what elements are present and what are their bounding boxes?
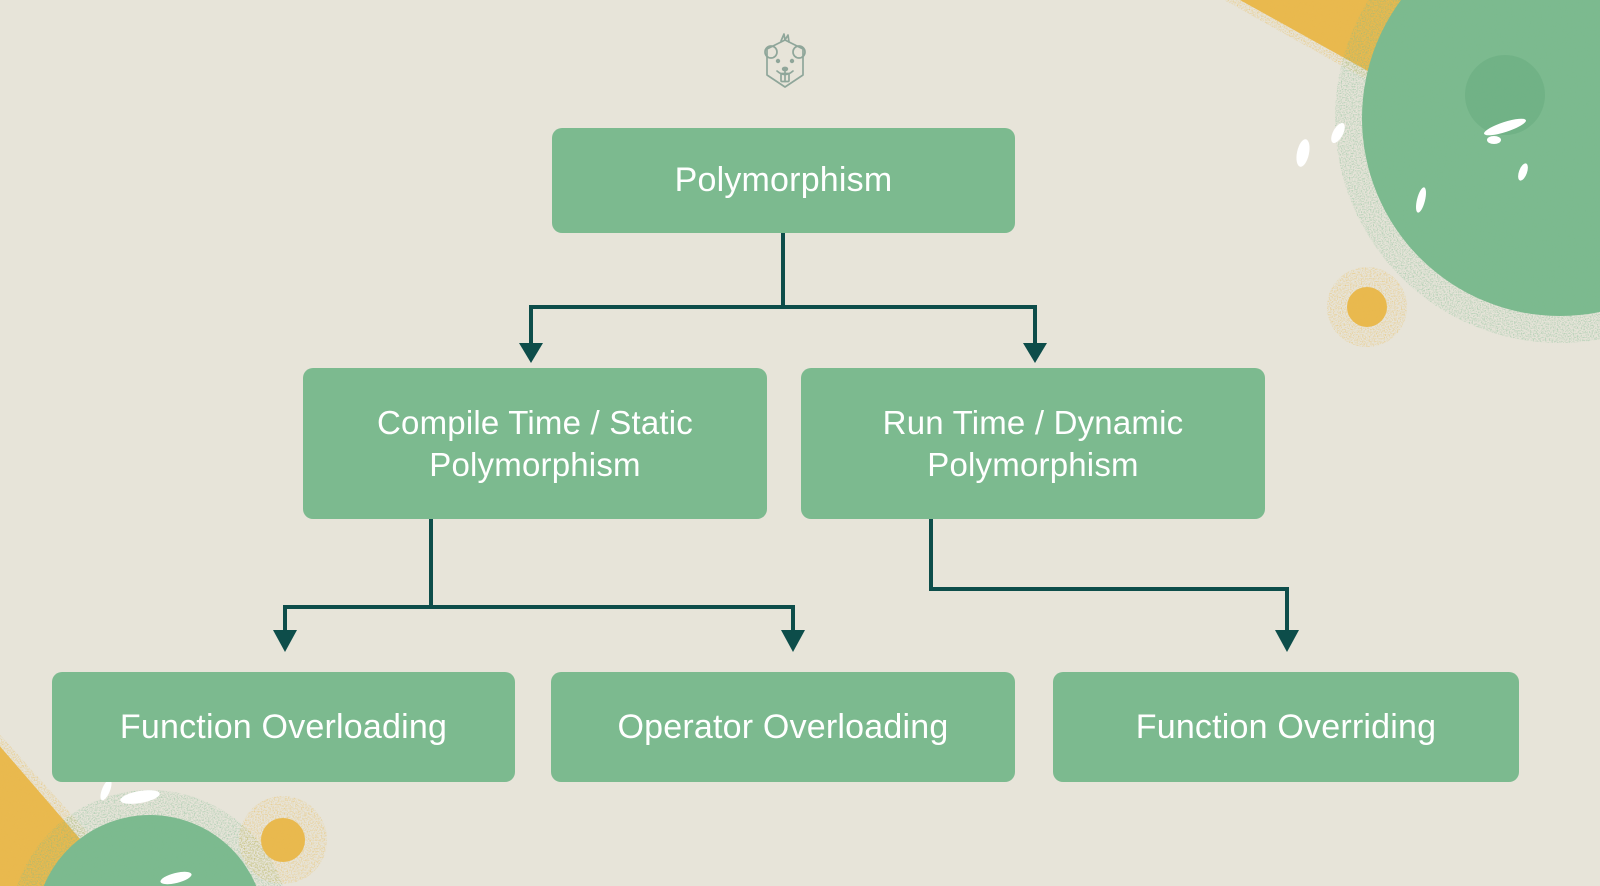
- node-label: Compile Time / Static Polymorphism: [377, 404, 693, 483]
- node-label: Polymorphism: [674, 161, 893, 200]
- node-polymorphism[interactable]: Polymorphism: [552, 128, 1015, 233]
- arrowhead-runtime: [1023, 343, 1047, 363]
- node-function-overloading[interactable]: Function Overloading: [52, 672, 515, 782]
- node-compile-time-static[interactable]: Compile Time / Static Polymorphism: [303, 368, 767, 519]
- node-function-overriding[interactable]: Function Overriding: [1053, 672, 1519, 782]
- beaver-logo-icon: [755, 30, 815, 100]
- node-label: Run Time / Dynamic Polymorphism: [882, 404, 1184, 483]
- node-run-time-dynamic[interactable]: Run Time / Dynamic Polymorphism: [801, 368, 1265, 519]
- node-label: Operator Overloading: [617, 707, 949, 746]
- arrowhead-func-overloading: [273, 630, 297, 652]
- arrowhead-op-overloading: [781, 630, 805, 652]
- arrowhead-compile: [519, 343, 543, 363]
- node-operator-overloading[interactable]: Operator Overloading: [551, 672, 1015, 782]
- node-label: Function Overriding: [1135, 707, 1437, 746]
- arrowhead-func-overriding: [1275, 630, 1299, 652]
- node-label: Function Overloading: [119, 707, 448, 746]
